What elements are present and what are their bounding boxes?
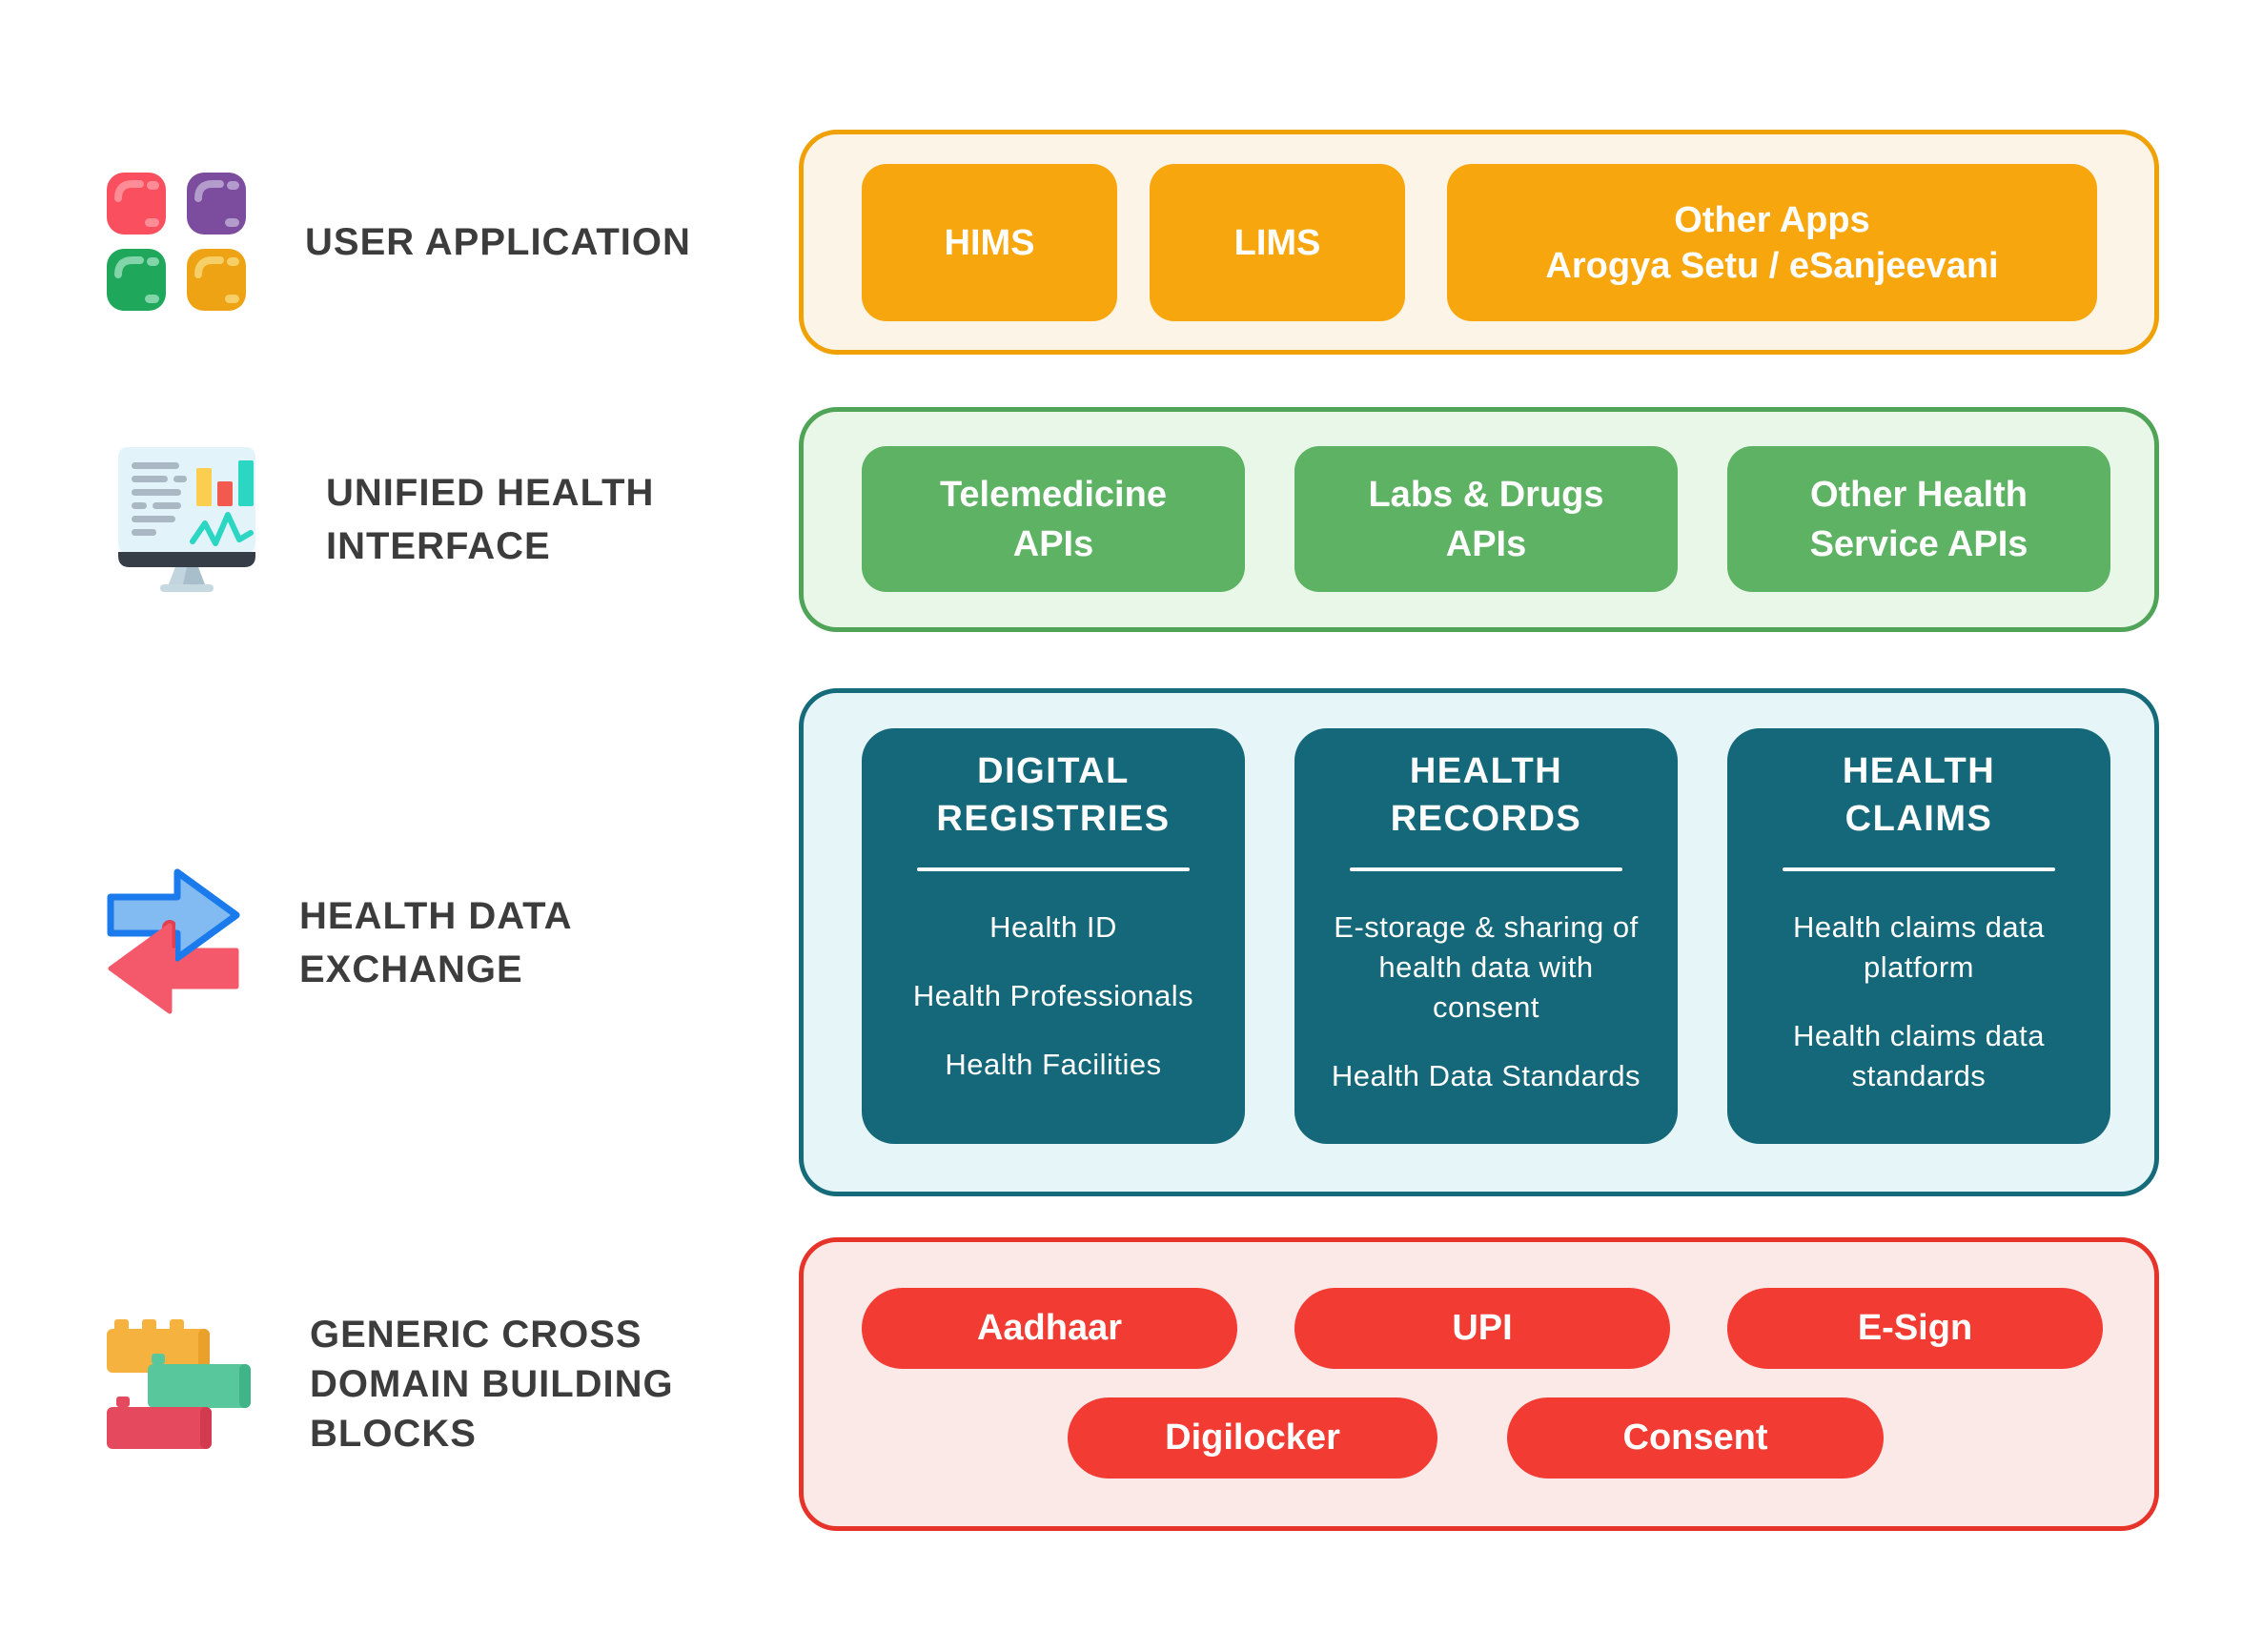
- panel-user-application: HIMS LIMS Other Apps Arogya Setu / eSanj…: [799, 130, 2159, 355]
- list-item: Health Facilities: [945, 1048, 1162, 1081]
- panel-health-data-exchange: DIGITAL REGISTRIES Health ID Health Prof…: [799, 688, 2159, 1196]
- card-health-records-title: HEALTH RECORDS: [1390, 751, 1582, 839]
- pill-esign: E-Sign: [1727, 1288, 2103, 1369]
- list-item: Health claims data platform: [1792, 910, 2045, 984]
- row-unified-health-interface: UNIFIED HEALTH INTERFACE: [107, 407, 654, 632]
- list-item: E-storage & sharing of health data with …: [1334, 910, 1639, 1024]
- list-item: Health Data Standards: [1331, 1059, 1641, 1092]
- tile-purple: [187, 173, 246, 235]
- divider: [917, 867, 1190, 871]
- card-health-claims-items: Health claims data platform Health claim…: [1727, 908, 2110, 1096]
- red-brick: [107, 1397, 212, 1449]
- list-item: Health claims data standards: [1792, 1019, 2045, 1092]
- box-other-apps-line2: Arogya Setu / eSanjeevani: [1545, 245, 1999, 286]
- box-other-apps: Other Apps Arogya Setu / eSanjeevani: [1447, 164, 2097, 321]
- app-grid-icon: [107, 173, 246, 312]
- card-health-claims-title: HEALTH CLAIMS: [1842, 751, 1996, 839]
- box-lims-label: LIMS: [1233, 222, 1321, 263]
- box-telemedicine-apis: Telemedicine APIs: [862, 446, 1245, 592]
- box-other-apps-line1: Other Apps: [1674, 199, 1870, 240]
- divider: [1350, 867, 1622, 871]
- row-title-user-application: USER APPLICATION: [305, 221, 691, 263]
- row-title-generic-cross-domain-building-blocks: GENERIC CROSS DOMAIN BUILDING BLOCKS: [310, 1314, 674, 1455]
- card-health-claims: HEALTH CLAIMS Health claims data platfor…: [1727, 728, 2110, 1144]
- box-other-health-service-apis: Other Health Service APIs: [1727, 446, 2110, 592]
- tile-orange: [187, 249, 246, 311]
- box-hims: HIMS: [862, 164, 1117, 321]
- building-blocks-icon: [107, 1319, 251, 1449]
- card-digital-registries-items: Health ID Health Professionals Health Fa…: [862, 908, 1245, 1085]
- monitor-dashboard-icon: [107, 447, 267, 592]
- bezel: [118, 552, 255, 567]
- card-health-records-items: E-storage & sharing of health data with …: [1294, 908, 1678, 1096]
- row-user-application: USER APPLICATION: [107, 130, 691, 355]
- pill-upi: UPI: [1294, 1288, 1670, 1369]
- card-digital-registries: DIGITAL REGISTRIES Health ID Health Prof…: [862, 728, 1245, 1144]
- row-title-health-data-exchange: HEALTH DATA EXCHANGE: [299, 894, 573, 990]
- pill-digilocker: Digilocker: [1068, 1397, 1437, 1479]
- stand-base: [160, 584, 214, 592]
- row-generic-cross-domain-building-blocks: GENERIC CROSS DOMAIN BUILDING BLOCKS: [107, 1237, 674, 1531]
- red-arrow-left: [108, 923, 239, 1013]
- pill-consent: Consent: [1507, 1397, 1884, 1479]
- box-hims-label: HIMS: [944, 222, 1035, 263]
- tile-green: [107, 249, 166, 311]
- yellow-brick: [107, 1319, 210, 1373]
- list-item: Health ID: [989, 910, 1117, 944]
- row-health-data-exchange: HEALTH DATA EXCHANGE: [107, 688, 573, 1196]
- row-title-unified-health-interface: UNIFIED HEALTH INTERFACE: [326, 472, 655, 567]
- box-lims: LIMS: [1150, 164, 1405, 321]
- exchange-arrows-icon: [107, 867, 240, 1019]
- panel-generic-cross-domain-building-blocks: Aadhaar UPI E-Sign Digilocker Consent: [799, 1237, 2159, 1531]
- text-lines: [132, 462, 187, 536]
- list-item: Health Professionals: [912, 979, 1194, 1012]
- panel-unified-health-interface: Telemedicine APIs Labs & Drugs APIs Othe…: [799, 407, 2159, 632]
- box-labs-drugs-apis: Labs & Drugs APIs: [1294, 446, 1678, 592]
- card-digital-registries-title: DIGITAL REGISTRIES: [936, 751, 1171, 839]
- pulse-line: [190, 512, 254, 546]
- green-brick: [148, 1354, 251, 1408]
- stand-neck-light: [169, 567, 187, 584]
- tile-red: [107, 173, 166, 235]
- pill-aadhaar: Aadhaar: [862, 1288, 1237, 1369]
- card-health-records: HEALTH RECORDS E-storage & sharing of he…: [1294, 728, 1678, 1144]
- bar-chart: [196, 460, 254, 506]
- divider: [1783, 867, 2055, 871]
